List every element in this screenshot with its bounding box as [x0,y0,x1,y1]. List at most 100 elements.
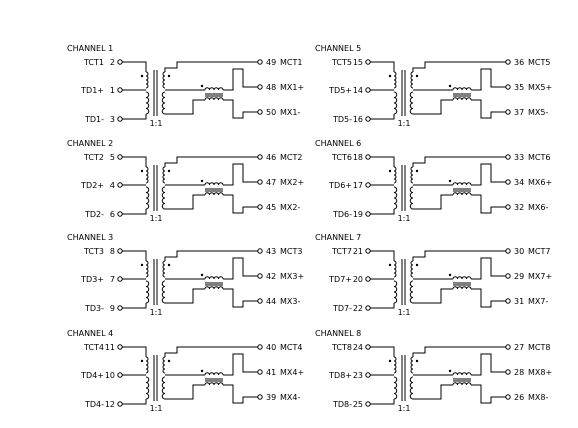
coil [452,97,472,101]
pin-number: 49 [266,58,276,67]
coil [161,280,166,304]
polarity-dot [200,369,204,373]
coil [409,280,414,304]
pin-name: TD3+ [80,275,104,284]
pin-terminal [505,273,511,279]
coil [409,376,414,400]
turns-ratio: 1:1 [150,214,163,223]
pin-terminal [117,248,123,254]
pin-number: 46 [266,153,276,162]
polarity-dot [200,179,204,183]
pin-terminal [117,344,123,350]
pin-name: TCT6 [331,153,352,162]
pin-terminal [257,154,263,160]
pin-name: MX2- [280,203,300,212]
coil [204,372,224,376]
wire [122,114,147,120]
wire [223,194,258,214]
pin-terminal [257,84,263,90]
coil [162,166,166,184]
wire [122,250,147,261]
pin-name: MX5- [528,108,548,117]
pin-name: TCT7 [331,247,352,256]
pin-number: 42 [266,272,276,281]
pin-terminal [117,154,123,160]
pin-name: TD6- [332,210,352,219]
wire [370,209,395,215]
pin-name: MX6+ [528,178,552,187]
pin-number: 29 [514,272,524,281]
pin-name: MCT5 [528,58,550,67]
coil [410,166,414,184]
pin-name: TD4+ [80,371,104,380]
pin-number: 6 [110,210,115,219]
coil [393,71,397,89]
pin-number: 1 [110,86,115,95]
coil [145,166,149,184]
coil [145,71,149,89]
polarity-dot [388,169,392,173]
pin-number: 31 [514,297,524,306]
pin-name: TD7- [332,304,352,313]
wire [164,61,258,72]
pin-name: MX2+ [280,178,304,187]
coil [410,356,414,374]
polarity-dot [415,359,419,363]
pin-terminal [365,344,371,350]
pin-name: MX8+ [528,368,552,377]
coil [204,286,224,290]
pin-name: MCT4 [280,343,302,352]
pin-number: 8 [110,247,115,256]
pin-name: TD5+ [328,86,352,95]
pin-number: 25 [353,400,363,409]
pin-name: MCT6 [528,153,550,162]
wire [425,194,453,210]
coil [393,91,398,115]
pin-name: TCT8 [331,343,352,352]
pin-number: 19 [353,210,363,219]
pin-name: TCT2 [83,153,104,162]
pin-name: TD4- [84,400,104,409]
wire [122,209,147,215]
pin-number: 10 [105,371,115,380]
coil [145,280,150,304]
polarity-dot [140,169,144,173]
pin-name: MX1- [280,108,300,117]
wire [471,99,506,119]
pin-number: 4 [110,181,115,190]
pin-number: 30 [514,247,524,256]
pin-terminal [365,276,371,282]
pin-terminal [117,211,123,217]
pin-name: MX4- [280,393,300,402]
pin-terminal [505,344,511,350]
coil [409,186,414,210]
coil [409,91,414,115]
pin-number: 5 [110,153,115,162]
pin-number: 24 [353,343,363,352]
pin-terminal [257,394,263,400]
coil [204,192,224,196]
coil [452,286,472,290]
pin-name: MX6- [528,203,548,212]
pin-terminal [365,211,371,217]
coil [452,182,472,186]
polarity-dot [167,74,171,78]
pin-number: 37 [514,108,524,117]
pin-number: 18 [353,153,363,162]
coil [393,260,397,278]
wire [370,399,395,405]
wire [122,156,147,167]
polarity-dot [167,263,171,267]
wire [425,288,453,304]
pin-terminal [117,401,123,407]
channel-title: CHANNEL 6 [315,139,361,148]
coil [161,376,166,400]
pin-terminal [117,372,123,378]
pin-terminal [505,204,511,210]
pin-name: MX1+ [280,83,304,92]
pin-name: MX3+ [280,272,304,281]
pin-terminal [365,116,371,122]
pin-number: 28 [514,368,524,377]
pin-terminal [365,154,371,160]
